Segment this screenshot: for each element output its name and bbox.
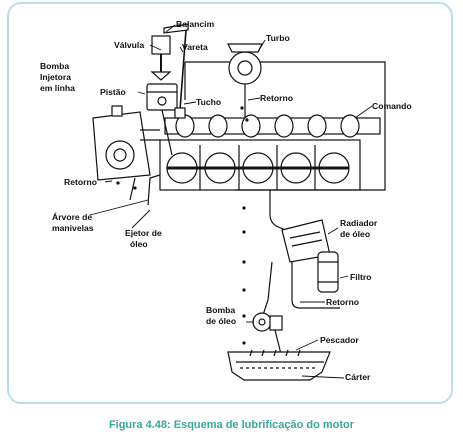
- label-bomba-oleo-2: de óleo: [206, 316, 237, 326]
- label-carter: Cárter: [345, 372, 371, 382]
- label-balancim: Balancim: [176, 19, 215, 29]
- label-bomba-injetora-1: Bomba: [40, 61, 70, 71]
- label-radiador-2: de óleo: [340, 229, 371, 239]
- oil-sump: [227, 349, 331, 381]
- oil-drops: [116, 106, 249, 345]
- label-retorno-top: Retorno: [260, 93, 293, 103]
- piston: [146, 83, 178, 156]
- label-bomba-injetora-2: Injetora: [40, 72, 72, 82]
- camshaft-lobes: [175, 114, 360, 138]
- label-filtro: Filtro: [350, 272, 372, 282]
- label-ejetor-2: óleo: [130, 239, 148, 249]
- label-arvore-2: manivelas: [52, 223, 94, 233]
- label-pescador: Pescador: [320, 335, 359, 345]
- label-bomba-oleo-1: Bomba: [206, 305, 236, 315]
- label-valvula: Válvula: [114, 40, 145, 50]
- crankshaft-throws: [166, 145, 350, 190]
- tappet: [174, 107, 186, 119]
- oil-filter: [317, 251, 339, 293]
- valve-train: [150, 23, 189, 111]
- figure-caption: Figura 4.48: Esquema de lubrificação do …: [108, 419, 355, 431]
- turbo-unit: [227, 43, 263, 118]
- label-retorno-right: Retorno: [326, 297, 359, 307]
- label-vareta: Vareta: [182, 42, 208, 52]
- injection-pump: [92, 105, 160, 181]
- label-ejetor-1: Ejetor de: [125, 228, 162, 238]
- label-bomba-injetora-3: em linha: [40, 83, 75, 93]
- label-radiador-1: Radiador: [340, 218, 378, 228]
- label-comando: Comando: [372, 101, 412, 111]
- label-tucho: Tucho: [196, 97, 222, 107]
- oil-pump-unit: [252, 312, 283, 332]
- label-arvore-1: Árvore de: [52, 212, 93, 222]
- label-pistao: Pistão: [100, 87, 126, 97]
- label-turbo: Turbo: [266, 33, 290, 43]
- label-retorno-left: Retorno: [64, 177, 97, 187]
